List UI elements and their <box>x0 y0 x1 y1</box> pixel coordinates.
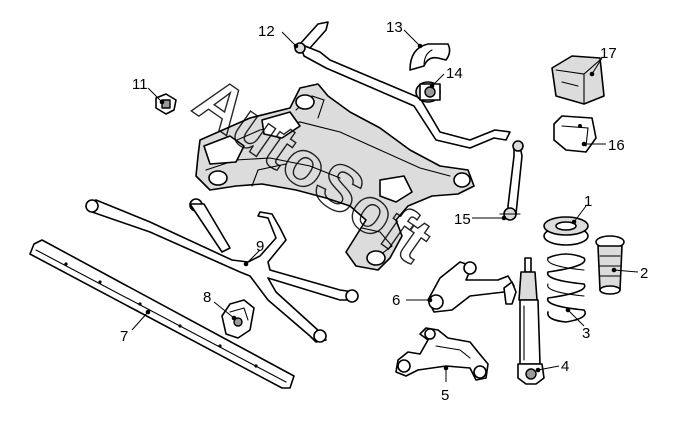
callout-3: 3 <box>582 325 590 342</box>
upper-control-arm <box>427 261 517 313</box>
lower-mount <box>553 115 597 153</box>
callout-8: 8 <box>203 289 211 306</box>
rear-subframe <box>195 83 475 271</box>
reinforcement-bar <box>29 239 295 389</box>
leaders <box>131 29 639 382</box>
callout-2: 2 <box>640 265 648 282</box>
spring-seat <box>543 216 589 246</box>
lower-control-arm <box>395 327 489 381</box>
callout-1: 1 <box>584 193 592 210</box>
stabilizer-bushing <box>415 81 441 103</box>
callout-7: 7 <box>120 328 128 345</box>
coil-spring <box>546 253 586 323</box>
shock-absorber <box>517 257 545 385</box>
bump-stop <box>595 235 625 295</box>
callout-12: 12 <box>258 23 275 40</box>
stabilizer-clamp <box>409 43 451 71</box>
callout-9: 9 <box>256 238 264 255</box>
mounting-bolt <box>155 93 177 115</box>
stabilizer-bar <box>294 21 511 149</box>
callout-labels: 1 2 3 4 5 6 7 8 9 11 12 13 14 15 16 17 <box>120 19 648 404</box>
callout-15: 15 <box>454 211 471 228</box>
callout-16: 16 <box>608 137 625 154</box>
callout-13: 13 <box>386 19 403 36</box>
callout-11: 11 <box>132 76 148 93</box>
callout-6: 6 <box>392 292 400 309</box>
callout-17: 17 <box>600 45 617 62</box>
callout-5: 5 <box>441 387 449 404</box>
stabilizer-link <box>499 140 524 221</box>
cross-brace <box>85 198 359 343</box>
callout-14: 14 <box>446 65 463 82</box>
upper-mount <box>551 55 605 105</box>
callout-4: 4 <box>561 358 569 375</box>
mount-bracket <box>221 299 255 339</box>
